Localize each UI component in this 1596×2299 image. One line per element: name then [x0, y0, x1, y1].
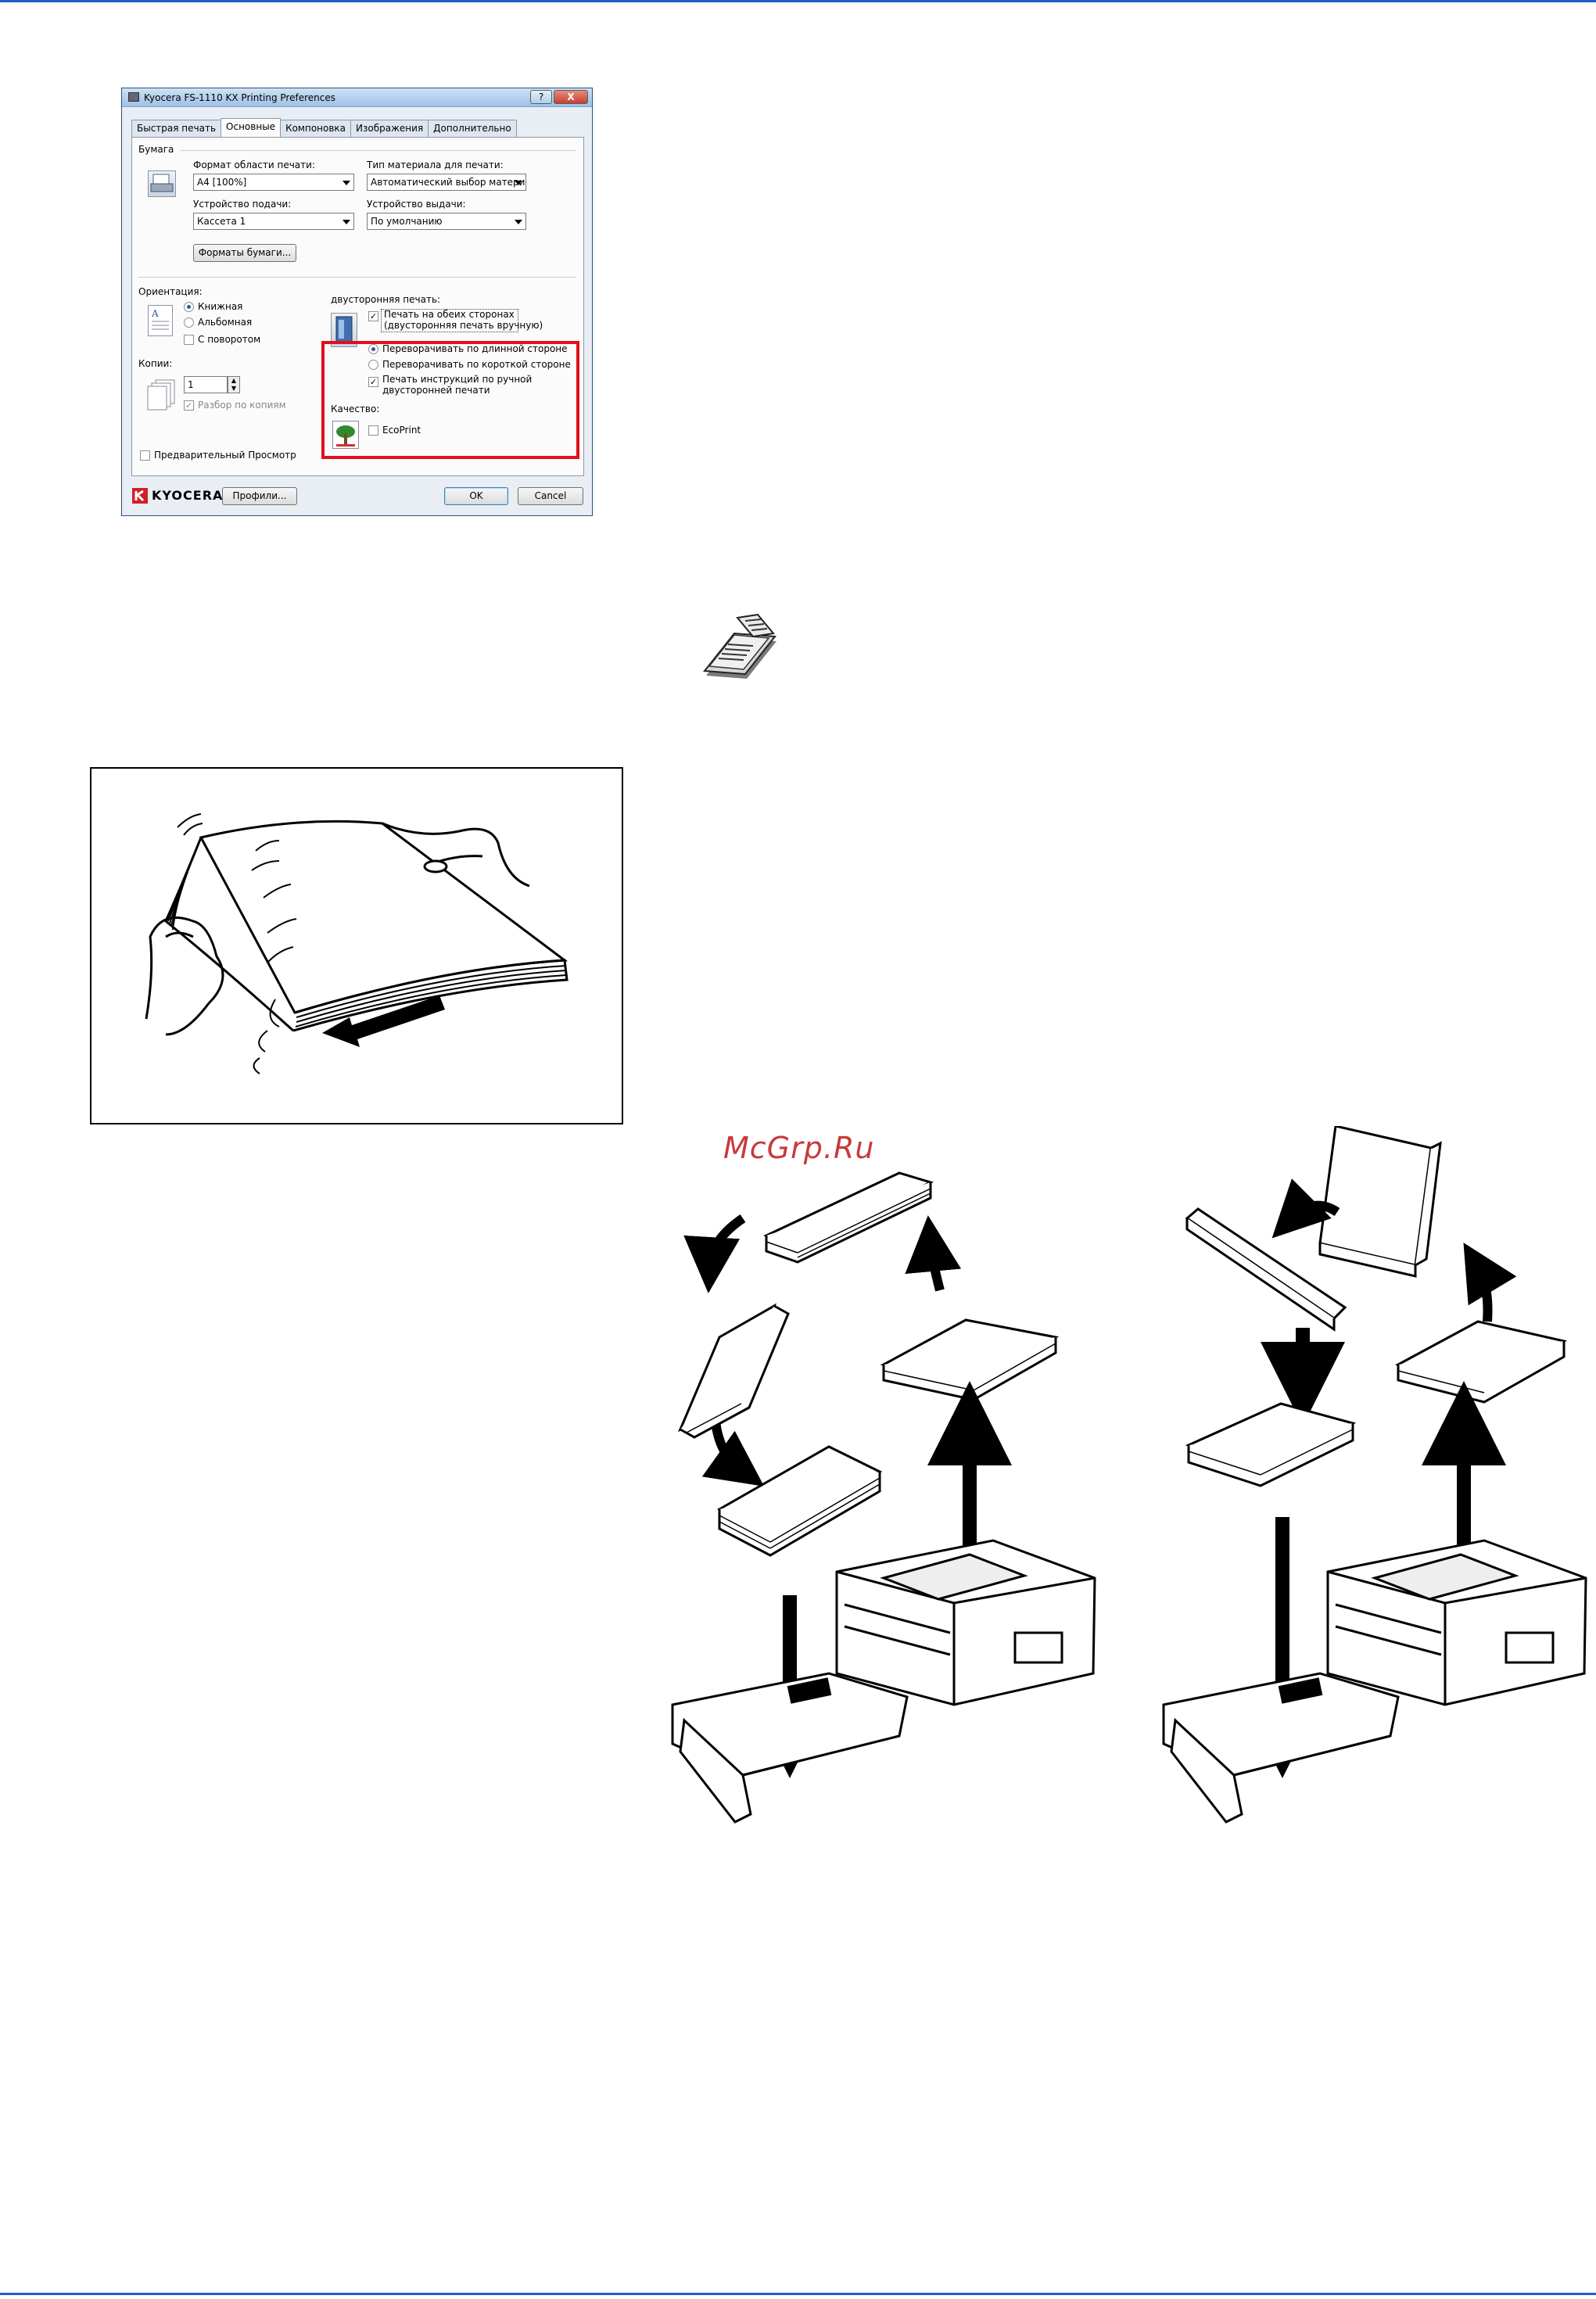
- duplex-both-sides-checkbox[interactable]: ✓: [368, 311, 378, 321]
- paper-group-label: Бумага: [138, 144, 174, 155]
- basic-tab-pane: Бумага Формат области печати: A4 [100%] …: [131, 137, 584, 476]
- duplex-highlight-box: [321, 341, 579, 459]
- tab-imaging[interactable]: Изображения: [350, 120, 429, 137]
- ecoprint-tree-icon: [332, 421, 359, 449]
- profiles-button[interactable]: Профили...: [222, 487, 297, 505]
- print-size-value: A4 [100%]: [197, 177, 247, 188]
- print-preview-label: Предварительный Просмотр: [154, 450, 296, 461]
- portrait-label: Книжная: [198, 301, 243, 312]
- rotated-label: С поворотом: [198, 334, 261, 345]
- tab-quick-print[interactable]: Быстрая печать: [131, 120, 222, 137]
- kyocera-brand-text: KYOCERA: [152, 488, 224, 503]
- copies-label: Копии:: [138, 358, 173, 369]
- duplex-instructions-line1: Печать инструкций по ручной: [382, 374, 533, 385]
- tab-advanced[interactable]: Дополнительно: [428, 120, 517, 137]
- chevron-down-icon: [515, 220, 522, 224]
- paper-group-divider: [181, 150, 576, 151]
- quality-label: Качество:: [331, 403, 380, 414]
- landscape-label: Альбомная: [198, 317, 253, 328]
- chevron-down-icon: [515, 181, 522, 185]
- output-tray-select[interactable]: По умолчанию: [367, 213, 526, 230]
- ecoprint-checkbox[interactable]: [368, 425, 378, 436]
- watermark-text: McGrp.Ru: [723, 1131, 875, 1165]
- dialog-title-bar[interactable]: Kyocera FS-1110 KX Printing Preferences …: [122, 88, 592, 107]
- top-rule: [0, 0, 1596, 2]
- section-divider: [138, 277, 576, 278]
- output-tray-label: Устройство выдачи:: [367, 199, 466, 210]
- output-tray-value: По умолчанию: [371, 216, 443, 227]
- copies-value: 1: [188, 379, 194, 390]
- copies-input[interactable]: 1: [184, 376, 228, 393]
- short-edge-radio[interactable]: [368, 360, 378, 370]
- long-edge-label: Переворачивать по длинной стороне: [382, 343, 568, 354]
- paper-source-label: Устройство подачи:: [193, 199, 292, 210]
- copies-spin-button[interactable]: ▲▼: [228, 376, 240, 393]
- duplex-both-sides-line2: (двусторонняя печать вручную): [384, 320, 543, 331]
- note-icon: [701, 610, 780, 683]
- collate-label: Разбор по копиям: [198, 400, 286, 411]
- paper-source-select[interactable]: Кассета 1: [193, 213, 354, 230]
- portrait-radio[interactable]: [184, 302, 194, 312]
- bottom-rule: [0, 2293, 1596, 2295]
- fanning-paper-figure: [90, 767, 623, 1124]
- tab-basic[interactable]: Основные: [221, 118, 282, 137]
- dialog-title: Kyocera FS-1110 KX Printing Preferences: [144, 92, 335, 103]
- duplex-label: двусторонняя печать:: [331, 294, 441, 305]
- duplex-instructions-checkbox[interactable]: ✓: [368, 377, 378, 387]
- tab-layout[interactable]: Компоновка: [280, 120, 352, 137]
- manual-duplex-illustration: [649, 1124, 1596, 1872]
- landscape-radio[interactable]: [184, 317, 194, 328]
- copies-stack-icon: [146, 378, 181, 415]
- fanning-paper-illustration: [145, 813, 568, 1074]
- rotated-checkbox[interactable]: [184, 335, 194, 345]
- manual-duplex-svg: [671, 1124, 1587, 1824]
- paper-printer-icon: [148, 170, 176, 197]
- close-button[interactable]: X: [554, 90, 588, 104]
- kyocera-logo: KYOCERA: [131, 486, 222, 506]
- printing-preferences-dialog: Kyocera FS-1110 KX Printing Preferences …: [121, 88, 593, 516]
- svg-text:A: A: [151, 308, 159, 319]
- media-type-value: Автоматический выбор материал: [371, 177, 526, 188]
- tab-strip: Быстрая печать Основные Компоновка Изобр…: [131, 118, 517, 137]
- orientation-preview-icon: A: [148, 305, 173, 336]
- help-button[interactable]: ?: [530, 90, 552, 104]
- chevron-down-icon: [343, 220, 350, 224]
- ok-button[interactable]: OK: [444, 487, 508, 505]
- long-edge-radio[interactable]: [368, 344, 378, 354]
- duplex-instructions-line2: двусторонней печати: [382, 385, 490, 396]
- duplex-both-sides-focus: [381, 309, 518, 332]
- print-preview-checkbox[interactable]: [140, 450, 150, 461]
- print-size-select[interactable]: A4 [100%]: [193, 174, 354, 191]
- paper-sizes-button[interactable]: Форматы бумаги...: [193, 244, 296, 262]
- orientation-label: Ориентация:: [138, 286, 203, 297]
- print-size-label: Формат области печати:: [193, 160, 315, 170]
- paper-source-value: Кассета 1: [197, 216, 246, 227]
- media-type-label: Тип материала для печати:: [367, 160, 504, 170]
- chevron-down-icon: [343, 181, 350, 185]
- ecoprint-label: EcoPrint: [382, 425, 421, 436]
- media-type-select[interactable]: Автоматический выбор материал: [367, 174, 526, 191]
- duplex-both-sides-line1: Печать на обеих сторонах: [384, 309, 515, 320]
- printer-icon: [128, 92, 139, 102]
- short-edge-label: Переворачивать по короткой стороне: [382, 359, 571, 370]
- cancel-button[interactable]: Cancel: [518, 487, 583, 505]
- collate-checkbox[interactable]: ✓: [184, 400, 194, 411]
